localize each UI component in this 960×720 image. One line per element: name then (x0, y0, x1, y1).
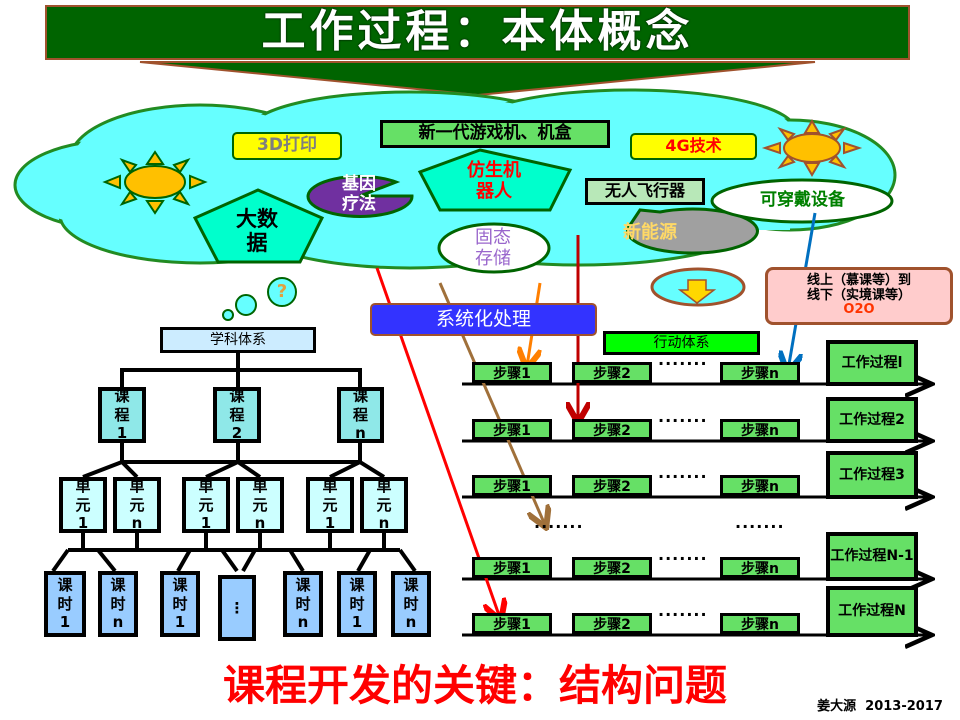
big-data-pentagon (192, 188, 325, 264)
systematic-processing-label: 系统化处理 (370, 303, 597, 336)
new-energy-shape (626, 207, 759, 255)
lesson-box: ⋮ (218, 575, 256, 641)
step-box: 步骤2 (572, 475, 652, 496)
o2o-note: 线上（慕课等）到 线下（实境课等） O2O (765, 267, 953, 325)
subject-tree-lines (51, 353, 417, 573)
banner-arrow (139, 61, 816, 97)
work-process-box: 工作过程N-1 (826, 532, 918, 581)
step-box: 步骤1 (472, 419, 552, 440)
step-box: 步骤n (720, 362, 800, 383)
step-box: 步骤2 (572, 557, 652, 578)
action-system-title: 行动体系 (603, 331, 760, 355)
step-box: 步骤n (720, 557, 800, 578)
work-process-box: 工作过程2 (826, 397, 918, 443)
work-process-box: 工作过程l (826, 340, 918, 386)
question-mark-icon: ? (276, 280, 288, 302)
bionic-robot-label: 仿生机器人 (467, 160, 521, 202)
step-box: 步骤1 (472, 362, 552, 383)
work-process-box: 工作过程3 (826, 451, 918, 499)
ellipsis: ······· (658, 467, 708, 486)
solid-storage-ellipse (437, 222, 551, 274)
big-data-label: 大数据 (236, 206, 278, 255)
game-console-label: 新一代游戏机、机盒 (380, 120, 610, 148)
wearable-label: 可穿戴设备 (760, 190, 845, 211)
ellipsis: ······· (658, 549, 708, 568)
ellipsis: ······· (735, 517, 785, 536)
sun-icon (102, 150, 208, 215)
drone-label: 无人飞行器 (585, 178, 705, 205)
work-process-box: 工作过程N (826, 586, 918, 637)
step-box: 步骤n (720, 613, 800, 634)
ellipsis: ······· (658, 411, 708, 430)
wearable-ellipse (710, 178, 894, 224)
step-box: 步骤1 (472, 613, 552, 634)
gene-therapy-label: 基因疗法 (342, 174, 376, 214)
solid-storage-label: 固态存储 (475, 227, 511, 269)
author-credit: 姜大源 2013-2017 (817, 698, 943, 714)
step-box: 步骤2 (572, 419, 652, 440)
new-energy-label: 新能源 (623, 221, 677, 243)
key-statement: 课程开发的关键：结构问题 (222, 660, 727, 710)
step-box: 步骤2 (572, 362, 652, 383)
ellipsis: ······· (658, 354, 708, 373)
bionic-robot-pentagon (417, 148, 573, 212)
gene-therapy-shape (306, 174, 414, 218)
subject-system-title: 学科体系 (160, 327, 316, 353)
ellipsis: ······· (534, 517, 584, 536)
step-box: 步骤1 (472, 557, 552, 578)
step-box: 步骤1 (472, 475, 552, 496)
4g-tech-label: 4G技术 (630, 133, 757, 160)
step-box: 步骤n (720, 475, 800, 496)
ellipsis: ······· (658, 605, 708, 624)
sun-icon (761, 119, 863, 177)
o2o-line-1: 线上（慕课等）到 (806, 272, 911, 288)
o2o-line-2: 线下（实境课等） (806, 287, 911, 303)
step-box: 步骤2 (572, 613, 652, 634)
o2o-line-3: O2O (843, 302, 875, 318)
page-title: 工作过程：本体概念 (45, 5, 910, 60)
3d-printing-label: 3D打印 (232, 132, 342, 160)
step-box: 步骤n (720, 419, 800, 440)
down-arrow-icon (677, 279, 717, 304)
